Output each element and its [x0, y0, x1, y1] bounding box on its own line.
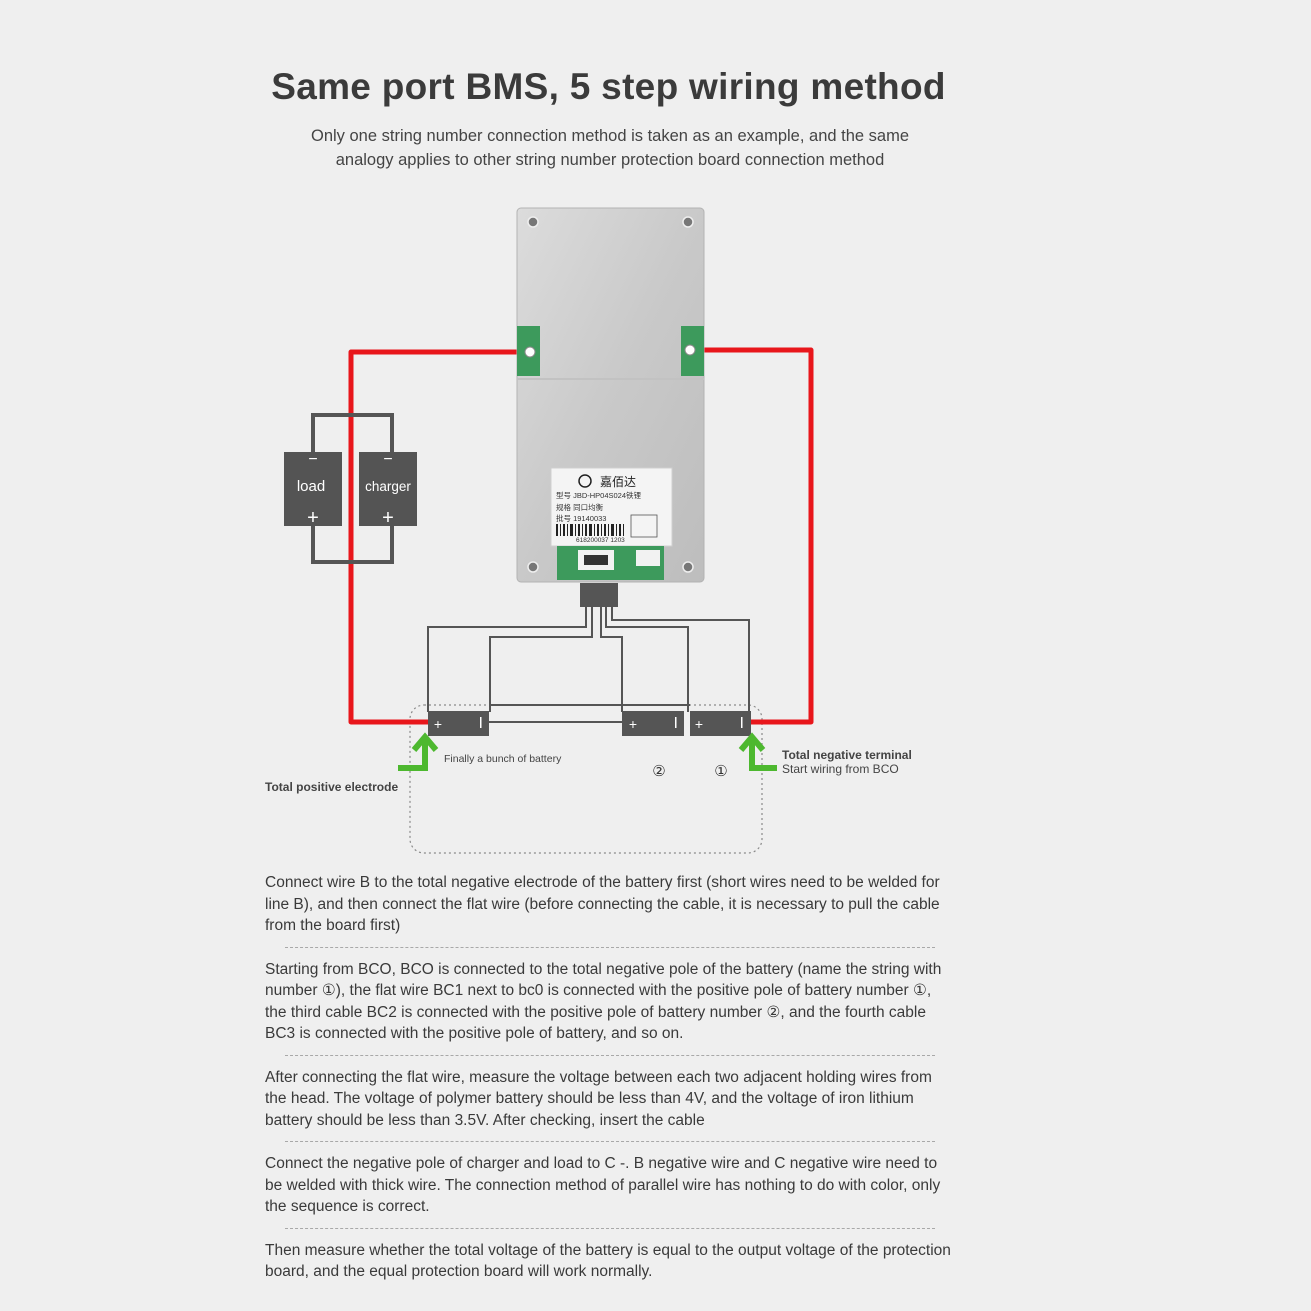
- charger-plus: +: [382, 507, 394, 529]
- total-negative-label: Total negative terminal: [782, 748, 912, 762]
- charger-box: − charger +: [359, 451, 417, 529]
- step-3-text: After connecting the flat wire, measure …: [265, 1068, 932, 1129]
- charger-minus: −: [383, 451, 392, 468]
- step-5-text: Then measure whether the total voltage o…: [265, 1241, 951, 1281]
- load-label: load: [297, 478, 325, 495]
- last-battery-label: Finally a bunch of battery: [444, 753, 562, 765]
- charger-label: charger: [365, 479, 411, 494]
- battery-last-plus: +: [434, 716, 442, 732]
- step-divider: [285, 1054, 935, 1056]
- board-spec: 规格 同口均衡: [556, 502, 604, 512]
- load-box: − load +: [284, 451, 342, 529]
- step-2-text: Starting from BCO, BCO is connected to t…: [265, 960, 942, 1043]
- barcode: [556, 524, 624, 536]
- battery-2: +: [622, 711, 684, 736]
- steps-list: Connect wire B to the total negative ele…: [265, 872, 955, 1283]
- page-title: Same port BMS, 5 step wiring method: [271, 66, 946, 107]
- battery-2-plus: +: [629, 716, 637, 732]
- step-3: After connecting the flat wire, measure …: [265, 1067, 955, 1132]
- load-charger-loop: [311, 413, 394, 564]
- board-barcode-number: 618200037 1203: [576, 537, 625, 544]
- board-model: 型号 JBD-HP04S024铁锂: [556, 490, 642, 500]
- step-4: Connect the negative pole of charger and…: [265, 1153, 955, 1218]
- battery-1-plus: +: [695, 716, 703, 732]
- board-serial: 批号 19140033: [556, 513, 606, 523]
- start-wiring-label: Start wiring from BCO: [782, 762, 899, 776]
- step-5: Then measure whether the total voltage o…: [265, 1240, 955, 1283]
- step-2: Starting from BCO, BCO is connected to t…: [265, 959, 955, 1045]
- load-plus: +: [307, 507, 319, 529]
- negative-wire: [690, 347, 814, 725]
- balance-connector: [580, 583, 618, 607]
- step-1: Connect wire B to the total negative ele…: [265, 872, 955, 937]
- step-divider: [285, 1227, 935, 1229]
- battery-1: +: [690, 711, 751, 736]
- bms-board: 嘉佰达 型号 JBD-HP04S024铁锂 规格 同口均衡 批号 1914003…: [516, 207, 705, 583]
- board-brand: 嘉佰达: [600, 475, 636, 489]
- step-4-text: Connect the negative pole of charger and…: [265, 1155, 941, 1215]
- step-1-text: Connect wire B to the total negative ele…: [265, 874, 940, 934]
- battery-1-number: ①: [714, 763, 727, 780]
- load-minus: −: [308, 451, 317, 468]
- positive-arrow-icon: [398, 732, 439, 771]
- battery-2-number: ②: [652, 763, 665, 780]
- step-divider: [285, 1141, 935, 1142]
- negative-arrow-icon: [738, 732, 777, 771]
- battery-last: +: [428, 711, 489, 736]
- page-subtitle: Only one string number connection method…: [310, 127, 909, 169]
- balance-leads: [427, 607, 750, 723]
- step-divider: [285, 946, 935, 948]
- positive-wire: [348, 349, 530, 725]
- total-positive-label: Total positive electrode: [265, 780, 398, 794]
- wiring-diagram: − load + − charger + 嘉佰达 型号 JBD-HP04S024…: [265, 207, 912, 854]
